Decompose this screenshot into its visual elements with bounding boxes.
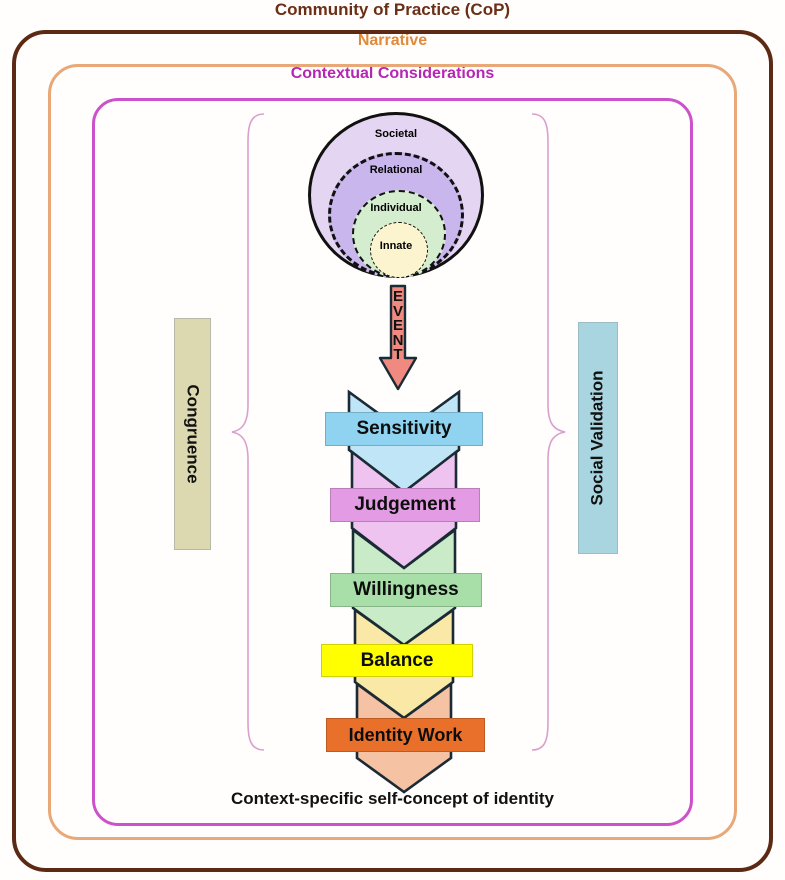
- stage-bar-willingness: Willingness: [330, 573, 482, 607]
- circle-label-individual: Individual: [370, 202, 422, 214]
- congruence-text: Congruence: [183, 384, 203, 484]
- stage-bar-judgement: Judgement: [330, 488, 480, 522]
- frame-contextual-considerations: [92, 98, 693, 826]
- stage-bar-sensitivity: Sensitivity: [325, 412, 483, 446]
- side-label-social-validation: Social Validation: [578, 322, 618, 554]
- bottom-caption: Context-specific self-concept of identit…: [230, 789, 555, 808]
- circle-label-innate: Innate: [379, 240, 413, 252]
- side-label-congruence: Congruence: [174, 318, 211, 550]
- social-validation-text: Social Validation: [588, 370, 608, 506]
- circle-label-societal: Societal: [374, 128, 418, 140]
- frame-label-contextual-considerations: Contextual Considerations: [290, 65, 495, 82]
- stage-label-identity-work: Identity Work: [348, 724, 463, 745]
- event-arrow: [378, 284, 418, 391]
- event-letter-t: T: [393, 346, 403, 363]
- event-letter-v: V: [392, 302, 403, 320]
- stage-label-willingness: Willingness: [353, 579, 459, 600]
- stage-label-judgement: Judgement: [354, 494, 456, 515]
- circle-innate: [370, 222, 428, 278]
- frame-narrative: [48, 64, 737, 840]
- stage-bar-identity-work: Identity Work: [326, 718, 485, 752]
- stage-label-sensitivity: Sensitivity: [356, 418, 452, 439]
- event-label: E V E N T: [378, 288, 418, 363]
- frame-label-narrative: Narrative: [357, 32, 428, 49]
- stage-label-balance: Balance: [360, 649, 434, 671]
- event-letter-n: N: [392, 331, 404, 349]
- nested-context-circles: Societal Relational Individual Innate: [308, 112, 484, 278]
- event-letter-e1: E: [392, 288, 403, 305]
- frame-label-community-of-practice: Community of Practice (CoP): [274, 0, 511, 19]
- stage-bar-balance: Balance: [321, 644, 473, 677]
- circle-label-relational: Relational: [369, 164, 423, 176]
- event-letter-e2: E: [392, 317, 403, 334]
- frame-community-of-practice: [12, 30, 773, 872]
